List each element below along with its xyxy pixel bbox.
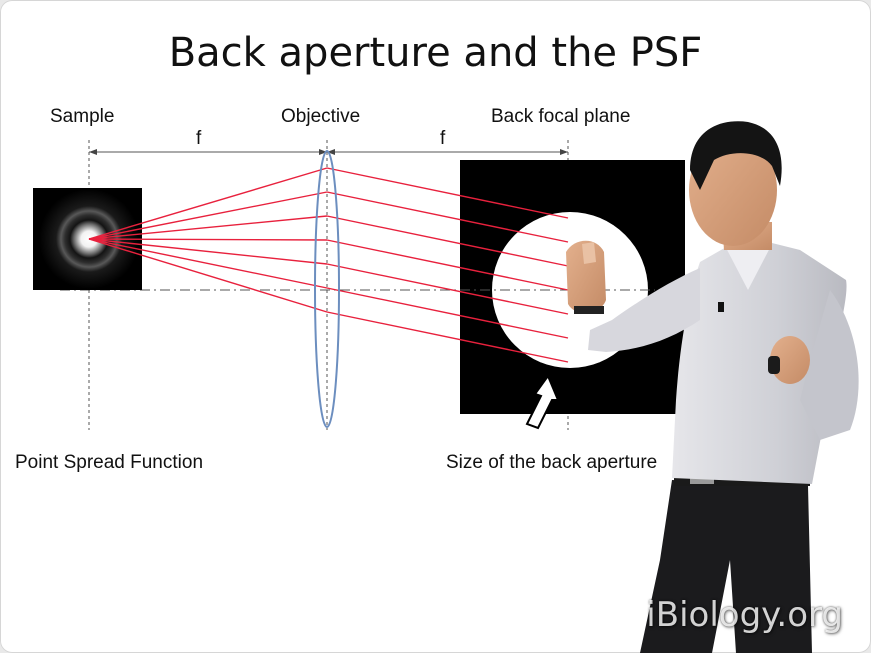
- rays-sample-to-lens: [88, 167, 328, 313]
- rays-lens-to-back-focal-plane: [326, 167, 569, 363]
- objective-lens: [314, 150, 340, 428]
- back-aperture-size-label: Size of the back aperture: [446, 452, 658, 473]
- slide-title: Back aperture and the PSF: [168, 30, 703, 76]
- psf-label: Point Spread Function: [15, 452, 204, 473]
- objective-label: Objective: [281, 106, 361, 127]
- focal-length-left-label: f: [196, 128, 202, 149]
- back-focal-plane-label: Back focal plane: [491, 106, 631, 127]
- aperture-arrow-icon: [525, 373, 560, 430]
- sample-label: Sample: [50, 106, 115, 127]
- ibiology-watermark: iBiology.org: [646, 595, 843, 635]
- focal-length-right-label: f: [440, 128, 446, 149]
- presenter-figure: [566, 121, 859, 653]
